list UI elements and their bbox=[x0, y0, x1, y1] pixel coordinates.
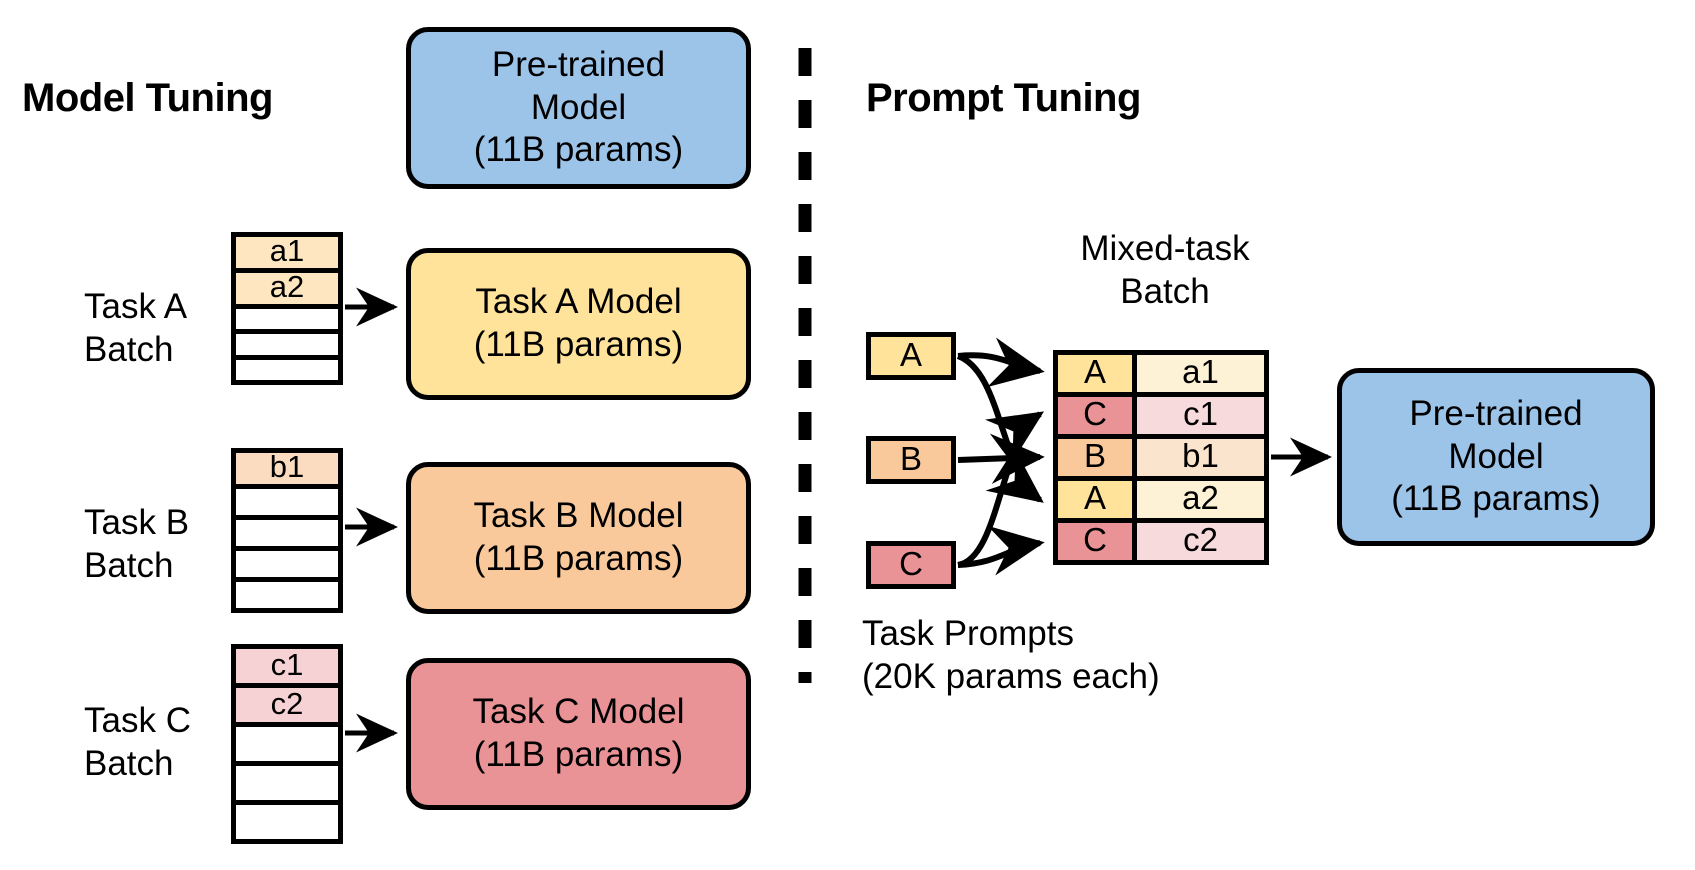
right-pretrained-model-line3: (11B params) bbox=[1391, 479, 1601, 519]
task-a-batch-label: Task A Batch bbox=[84, 286, 187, 371]
task-b-model-line2: (11B params) bbox=[473, 539, 684, 578]
task-prompt-chip-c-label: C bbox=[899, 544, 923, 582]
batch-row bbox=[236, 334, 338, 360]
right-pretrained-model-box: Pre-trained Model (11B params) bbox=[1337, 368, 1655, 546]
mixed-task-row-tag-label: A bbox=[1083, 479, 1106, 516]
arrow-prompt-a-to-row4 bbox=[956, 353, 1044, 503]
batch-row: b1 bbox=[236, 449, 338, 489]
mixed-task-batch-title: Mixed-task Batch bbox=[1000, 228, 1330, 313]
task-prompt-chip-c: C bbox=[866, 541, 956, 589]
batch-row bbox=[236, 309, 338, 335]
mixed-task-row-value: c1 bbox=[1137, 397, 1264, 434]
mixed-task-row-value: b1 bbox=[1137, 439, 1264, 476]
task-prompts-caption-line1: Task Prompts bbox=[862, 614, 1074, 653]
left-pretrained-model-line2: Model bbox=[530, 87, 627, 127]
right-pretrained-model-line2: Model bbox=[1448, 436, 1544, 476]
right-pretrained-model-line1: Pre-trained bbox=[1409, 393, 1583, 433]
mixed-task-row-value-label: a2 bbox=[1182, 479, 1219, 516]
task-c-model-box: Task C Model (11B params) bbox=[406, 658, 751, 810]
batch-row: c2 bbox=[236, 688, 338, 727]
arrow-prompt-c-to-row2 bbox=[957, 411, 1045, 568]
batch-row-label: a2 bbox=[269, 269, 305, 304]
mixed-task-batch-title-line1: Mixed-task bbox=[1080, 229, 1250, 268]
mixed-task-batch-title-line2: Batch bbox=[1120, 271, 1210, 311]
arrow-prompt-c-to-row5 bbox=[957, 525, 1045, 576]
mixed-task-row-value: c2 bbox=[1137, 523, 1264, 560]
mixed-task-row-tag: C bbox=[1058, 397, 1137, 434]
arrow-prompt-b-to-row3 bbox=[957, 433, 1045, 484]
mixed-task-row-tag-label: A bbox=[1083, 353, 1106, 390]
task-prompt-chip-b-label: B bbox=[899, 439, 922, 477]
task-c-model-line2: (11B params) bbox=[473, 735, 684, 774]
mixed-task-row-value: a2 bbox=[1137, 481, 1264, 518]
task-b-batch-label-line2: Batch bbox=[84, 545, 174, 585]
task-prompt-chip-a-label: A bbox=[899, 335, 922, 373]
batch-row-label: c1 bbox=[270, 646, 304, 682]
batch-row bbox=[236, 805, 338, 839]
task-a-batch-label-line2: Batch bbox=[84, 329, 174, 369]
batch-row: a2 bbox=[236, 269, 338, 309]
left-pretrained-model-line1: Pre-trained bbox=[491, 44, 666, 84]
batch-row: a1 bbox=[236, 233, 338, 273]
mixed-task-row-tag: C bbox=[1058, 523, 1137, 560]
task-a-model-line1: Task A Model bbox=[475, 282, 682, 322]
task-a-model-box: Task A Model (11B params) bbox=[406, 248, 751, 400]
task-b-batch-stack: b1 bbox=[231, 448, 343, 613]
batch-row-label: b1 bbox=[269, 449, 305, 484]
task-prompts-caption: Task Prompts (20K params each) bbox=[862, 613, 1160, 698]
arrow-prompt-a-to-row1 bbox=[957, 337, 1045, 388]
mixed-task-row-value-label: b1 bbox=[1182, 437, 1219, 474]
batch-row bbox=[236, 520, 338, 551]
task-prompt-chip-a: A bbox=[866, 332, 956, 380]
task-b-batch-label: Task B Batch bbox=[84, 502, 189, 587]
task-c-model-line1: Task C Model bbox=[472, 692, 685, 732]
batch-row bbox=[236, 359, 338, 380]
mixed-task-row-tag: A bbox=[1058, 355, 1137, 392]
mixed-task-row-value-label: c2 bbox=[1183, 521, 1218, 558]
task-b-model-line1: Task B Model bbox=[473, 496, 684, 536]
mixed-task-row-tag-label: B bbox=[1083, 437, 1106, 474]
task-prompts-caption-line2: (20K params each) bbox=[862, 656, 1160, 696]
mixed-task-row-value-label: a1 bbox=[1182, 353, 1219, 390]
batch-row bbox=[236, 551, 338, 582]
batch-row bbox=[236, 489, 338, 520]
mixed-task-row-tag-label: C bbox=[1083, 521, 1107, 558]
mixed-task-row-value: a1 bbox=[1137, 355, 1264, 392]
task-a-batch-label-line1: Task A bbox=[84, 287, 188, 326]
mixed-task-row-tag-label: C bbox=[1083, 395, 1107, 432]
mixed-task-row-tag: A bbox=[1058, 481, 1137, 518]
task-a-model-line2: (11B params) bbox=[473, 325, 684, 364]
batch-row-label: c2 bbox=[270, 685, 304, 721]
task-c-batch-label-line2: Batch bbox=[84, 743, 174, 783]
model-tuning-title: Model Tuning bbox=[22, 76, 273, 120]
task-b-model-box: Task B Model (11B params) bbox=[406, 462, 751, 614]
task-b-batch-label-line1: Task B bbox=[84, 503, 190, 542]
batch-row bbox=[236, 727, 338, 766]
batch-row bbox=[236, 582, 338, 608]
task-c-batch-label-line1: Task C bbox=[84, 701, 191, 740]
left-pretrained-model-line3: (11B params) bbox=[473, 130, 684, 170]
prompt-tuning-title: Prompt Tuning bbox=[866, 76, 1141, 120]
batch-row-label: a1 bbox=[269, 233, 305, 268]
task-c-batch-label: Task C Batch bbox=[84, 700, 191, 785]
left-pretrained-model-box: Pre-trained Model (11B params) bbox=[406, 27, 751, 189]
batch-row: c1 bbox=[236, 649, 338, 688]
mixed-task-row-tag: B bbox=[1058, 439, 1137, 476]
batch-row bbox=[236, 766, 338, 805]
mixed-task-row-value-label: c1 bbox=[1183, 395, 1218, 432]
task-prompt-chip-b: B bbox=[866, 436, 956, 484]
